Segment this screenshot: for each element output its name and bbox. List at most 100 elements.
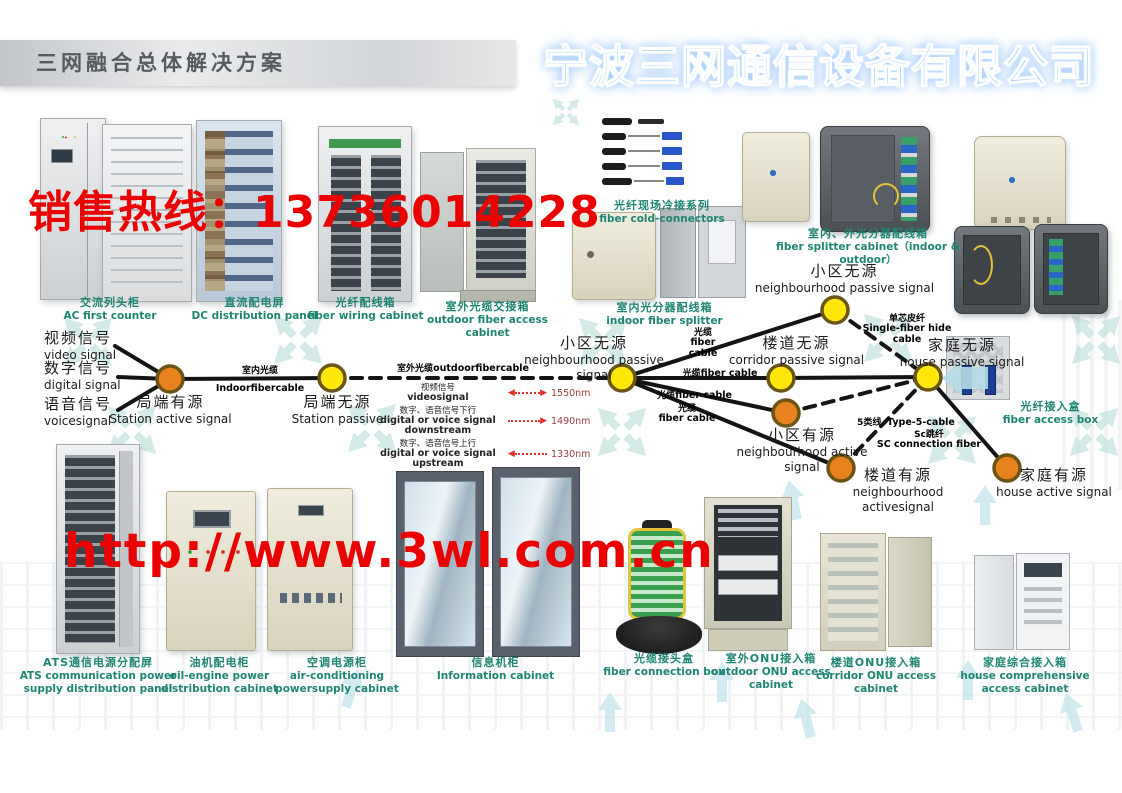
plinth: [708, 629, 788, 651]
wavelength-value: 1490nm: [550, 415, 591, 427]
img-ats-cabinet: [56, 444, 140, 654]
label-oil-engine-cabinet: 油机配电柜 oil-engine power distribution cabi…: [152, 656, 287, 696]
label-zh: 光纤接入盒: [1020, 400, 1081, 413]
label-zh: 家庭有源: [1019, 466, 1088, 484]
label-corridor-onu-cabinet: 楼道ONU接入箱 corridor ONU access cabinet: [815, 656, 937, 696]
label-en: outdoor ONU access cabinet: [711, 665, 831, 691]
img-dc-panel-door: [102, 124, 192, 302]
img-indoor-splitter-box: [572, 212, 656, 300]
label-type5-cable: 5类线 Type-5-cable: [856, 411, 956, 429]
label-zh: 光纤配线箱: [335, 296, 396, 309]
glass-door: [500, 477, 572, 647]
meter-screen: [193, 510, 231, 528]
img-ac-first-counter: [40, 118, 106, 300]
label-zh: 5类线: [857, 418, 882, 428]
door-inner: [831, 135, 895, 223]
label-fiber-cable-2: 光缆fiber cable: [680, 362, 760, 380]
module-rows: [828, 543, 878, 641]
img-splitter-wall-box: [742, 132, 810, 222]
label-en: Single-fiber hide cable: [862, 323, 952, 346]
label-zh: 光缆: [657, 391, 676, 401]
background-building: [1062, 300, 1122, 490]
label-house-active: 家庭有源 house active signal: [975, 466, 1122, 500]
label-en: house passive signal: [899, 354, 1025, 369]
label-fiber-cable-4: 光缆 fiber cable: [652, 404, 722, 425]
fiber-loop: [969, 245, 993, 285]
label-en: fiber cable: [700, 368, 758, 379]
green-strip: [329, 139, 401, 148]
arrow-left-icon: ◀: [507, 387, 515, 398]
img-house-access-box: [974, 553, 1070, 652]
wavelength-value: 1330nm: [550, 448, 591, 460]
node-corridor-passive: [766, 363, 796, 393]
label-outdoor-onu-cabinet: 室外ONU接入箱 outdoor ONU access cabinet: [710, 652, 832, 692]
label-digital-signal: 数字信号 digital signal: [44, 359, 144, 393]
label-en: house active signal: [996, 484, 1112, 499]
bidirectional-arrow-icon: ◀▶: [507, 387, 547, 398]
label-zh: 小区无源: [810, 262, 879, 280]
label-station-active: 局端有源 Station active signal: [103, 393, 238, 427]
arrow-right-icon: ▶: [540, 415, 547, 426]
label-corridor-active: 楼道有源 neighbourhood activesignal: [818, 466, 978, 515]
label-outdoor-fiber-cable: 室外光缆outdoorfibercable: [393, 357, 533, 375]
label-zh: 空调电源柜: [307, 656, 367, 669]
img-corridor-onu-cabinet: [820, 533, 934, 651]
title-bar: 三网融合总体解决方案: [0, 40, 516, 86]
label-en: AC first counter: [63, 309, 157, 322]
img-splitter-dark-box-right: [1034, 224, 1108, 314]
splice-tray: [708, 220, 736, 264]
fuse-column: [205, 131, 225, 291]
label-indoor-fiber-cable: 室内光缆Indoorfibercable: [200, 359, 320, 396]
label-neighbourhood-passive: 小区无源 neighbourhood passive signal: [508, 334, 680, 383]
sales-hotline: 销售热线：13736014228: [28, 187, 601, 238]
label-en: Type-5-cable: [887, 417, 955, 428]
img-splitter-open-box: [820, 126, 930, 232]
glass-door: [404, 481, 476, 647]
left-arrow-icon: ◀: [508, 449, 547, 459]
fiber-loop: [873, 183, 899, 209]
display: [298, 505, 324, 516]
company-name: 宁波三网通信设备有限公司: [542, 39, 1096, 94]
website-url[interactable]: http://www.3wl.com.cn: [64, 524, 715, 579]
door-edge: [119, 451, 133, 647]
label-en: digital or voice signal upstream: [380, 447, 496, 469]
panel-rows: [111, 137, 183, 289]
label-en: neighbourhood passive signal: [524, 352, 664, 382]
open-door: [974, 555, 1014, 650]
img-splitter-dark-box-left: [954, 226, 1030, 314]
label-zh: 小区无源: [559, 334, 628, 352]
img-fiber-splice-dome: [616, 520, 702, 656]
label-en: digital signal: [44, 377, 121, 392]
label-en: house comprehensive access cabinet: [960, 669, 1090, 695]
button-row: [185, 548, 241, 556]
label-zh: 楼道ONU接入箱: [830, 656, 922, 669]
img-air-conditioning-cabinet: [267, 488, 353, 651]
label-zh: ATS通信电源分配屏: [42, 656, 154, 669]
open-door: [420, 152, 464, 292]
label-zh: 室外光缆: [397, 364, 434, 374]
module-strip: [1049, 239, 1063, 295]
label-zh: 光缆接头盒: [634, 652, 694, 665]
label-zh: 数字、语音信号下行: [399, 405, 477, 416]
label-zh: 数字信号: [44, 359, 113, 377]
img-outdoor-onu-cabinet: [704, 497, 792, 653]
label-en: fiber cable: [688, 337, 718, 360]
label-zh: 室内、外光分器配线箱: [808, 227, 928, 240]
label-video-signal: 视频信号 video signal: [44, 329, 144, 363]
wavelength-row-1330: 数字、语音信号上行 digital or voice signal upstre…: [368, 439, 592, 469]
cable-ports: [991, 217, 1051, 223]
img-splitter-outdoor-box: [974, 136, 1066, 230]
label-en: fiber cable: [675, 390, 732, 401]
label-zh: 室外ONU接入箱: [725, 652, 817, 665]
label-zh: 视频信号: [44, 329, 113, 347]
label-house-access-box: 家庭综合接入箱 house comprehensive access cabin…: [950, 656, 1100, 696]
label-en: fiber cable: [658, 413, 716, 425]
wavelength-label: 数字、语音信号下行 digital or voice signal downst…: [368, 405, 508, 436]
label-en: corridor ONU access cabinet: [815, 669, 936, 695]
white-unit: [718, 579, 778, 595]
label-en: outdoorfibercable: [433, 363, 529, 374]
module-column: [371, 155, 401, 291]
label-en: fiber access box: [1002, 413, 1099, 426]
label-en: air-conditioning powersupply cabinet: [275, 669, 399, 695]
